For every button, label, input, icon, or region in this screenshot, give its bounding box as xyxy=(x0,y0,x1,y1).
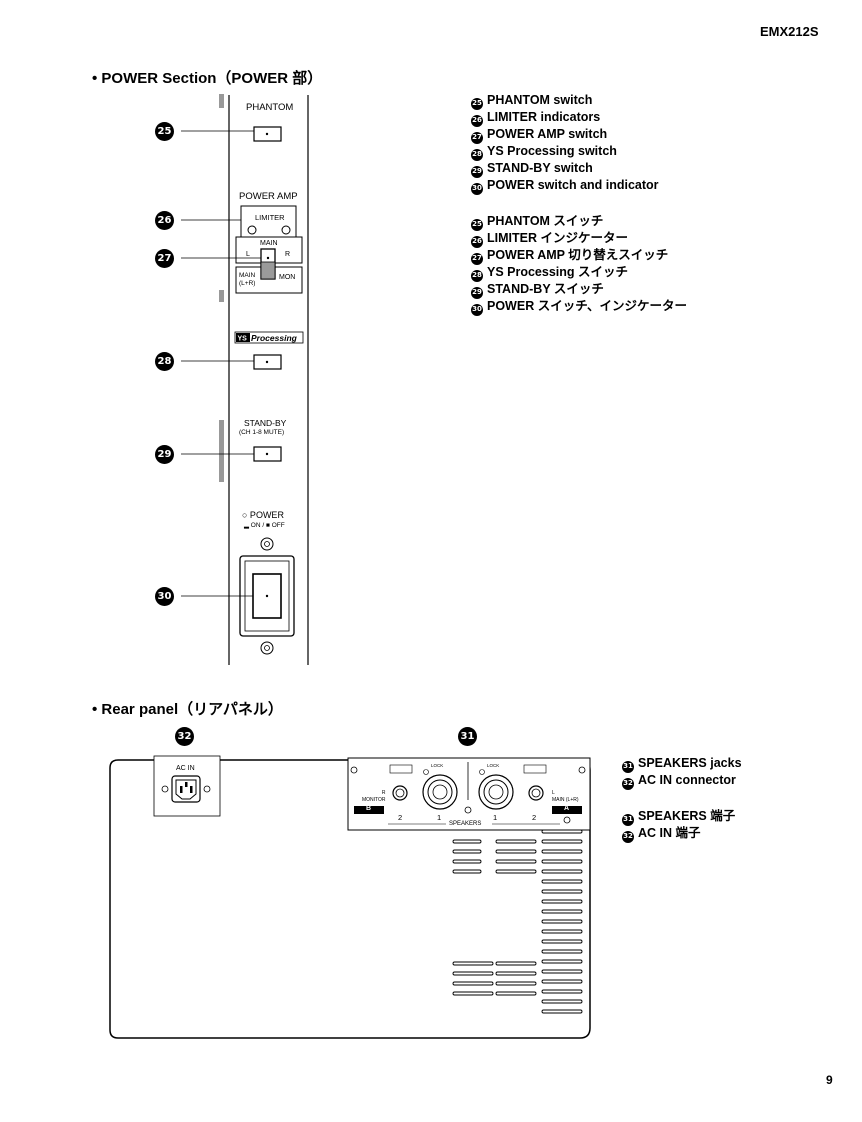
legend-item: 32 AC IN connector xyxy=(622,772,742,790)
legend-text: STAND-BY switch xyxy=(487,161,593,175)
legend-item: 28 YS Processing switch xyxy=(471,143,659,161)
number-badge: 31 xyxy=(622,813,634,826)
number-badge: 30 xyxy=(471,303,483,316)
power-amp-label: POWER AMP xyxy=(239,191,298,202)
monitor-label: R MONITOR xyxy=(362,790,386,803)
legend-item: 31 SPEAKERS jacks xyxy=(622,755,742,773)
on-off-label: ▂ ON / ■ OFF xyxy=(244,522,285,529)
main-lr-label: MAIN (L+R) xyxy=(239,272,256,287)
number-badge: 25 xyxy=(471,218,483,231)
lock-left-label: LOCK xyxy=(431,763,444,768)
svg-text:Processing: Processing xyxy=(251,333,298,343)
number-badge: 32 xyxy=(622,777,634,790)
callout-28: 28 xyxy=(155,352,174,371)
speakers-label: SPEAKERS xyxy=(449,821,482,827)
callout-32: 32 xyxy=(175,727,194,746)
number-badge: 28 xyxy=(471,269,483,282)
legend-text: PHANTOM switch xyxy=(487,93,593,107)
legend-item: 28 YS Processing スイッチ xyxy=(471,264,687,282)
main-lr-rear-label: L MAIN (L+R) xyxy=(552,790,579,803)
legend-item: 30 POWER switch and indicator xyxy=(471,177,659,195)
legend-item: 26 LIMITER indicators xyxy=(471,109,659,127)
legend-text: AC IN 端子 xyxy=(638,826,701,840)
rear-panel-title: • Rear panel（リアパネル） xyxy=(92,701,283,718)
number-badge: 26 xyxy=(471,114,483,127)
legend-item: 25 PHANTOM スイッチ xyxy=(471,213,687,231)
legend-item: 25 PHANTOM switch xyxy=(471,92,659,110)
callout-26: 26 xyxy=(155,211,174,230)
power-panel-diagram: YS Processing xyxy=(181,94,309,665)
ch-mute-label: (CH 1-8 MUTE) xyxy=(239,429,285,436)
legend-text: STAND-BY スイッチ xyxy=(487,282,604,296)
number-badge: 32 xyxy=(622,830,634,843)
legend-item: 29 STAND-BY switch xyxy=(471,160,659,178)
jack-a-label: A xyxy=(564,805,570,812)
legend-text: YS Processing switch xyxy=(487,144,617,158)
main-label: MAIN xyxy=(260,240,278,247)
legend-text: LIMITER インジケーター xyxy=(487,231,628,245)
power-section-title: • POWER Section（POWER 部） xyxy=(92,70,323,87)
legend-item: 26 LIMITER インジケーター xyxy=(471,230,687,248)
page-number: 9 xyxy=(826,1073,833,1087)
callout-30: 30 xyxy=(155,587,174,606)
jack-2-right-label: 2 xyxy=(532,813,537,822)
phantom-label: PHANTOM xyxy=(246,102,294,113)
callout-25: 25 xyxy=(155,122,174,141)
r-label: R xyxy=(285,251,291,258)
l-label: L xyxy=(246,251,250,258)
jack-b-label: B xyxy=(366,805,372,812)
number-badge: 29 xyxy=(471,286,483,299)
legend-text: YS Processing スイッチ xyxy=(487,265,629,279)
number-badge: 25 xyxy=(471,97,483,110)
legend-item: 30 POWER スイッチ、インジケーター xyxy=(471,298,687,316)
number-badge: 29 xyxy=(471,165,483,178)
legend-text: AC IN connector xyxy=(638,773,736,787)
rear-legend-english: 31 SPEAKERS jacks 32 AC IN connector xyxy=(622,755,742,790)
legend-item: 27 POWER AMP switch xyxy=(471,126,659,144)
power-label: ○ POWER xyxy=(242,510,284,520)
number-badge: 30 xyxy=(471,182,483,195)
model-name: EMX212S xyxy=(760,24,819,39)
power-legend-english: 25 PHANTOM switch 26 LIMITER indicators 27… xyxy=(471,92,659,195)
jack-1-right-label: 1 xyxy=(493,813,498,822)
legend-text: POWER AMP switch xyxy=(487,127,608,141)
legend-text: PHANTOM スイッチ xyxy=(487,214,604,228)
number-badge: 27 xyxy=(471,131,483,144)
legend-text: POWER スイッチ、インジケーター xyxy=(487,299,687,313)
number-badge: 27 xyxy=(471,252,483,265)
legend-item: 27 POWER AMP 切り替えスイッチ xyxy=(471,247,687,265)
callout-27: 27 xyxy=(155,249,174,268)
legend-item: 29 STAND-BY スイッチ xyxy=(471,281,687,299)
legend-text: SPEAKERS 端子 xyxy=(638,809,736,823)
ac-in-label: AC IN xyxy=(176,765,195,772)
mon-label: MON xyxy=(279,274,296,281)
number-badge: 28 xyxy=(471,148,483,161)
callout-31: 31 xyxy=(458,727,477,746)
legend-item: 32 AC IN 端子 xyxy=(622,825,735,843)
legend-text: LIMITER indicators xyxy=(487,110,601,124)
legend-text: POWER AMP 切り替えスイッチ xyxy=(487,248,669,262)
rear-legend-japanese: 31 SPEAKERS 端子 32 AC IN 端子 xyxy=(622,808,736,843)
legend-item: 31 SPEAKERS 端子 xyxy=(622,808,736,826)
jack-2-left-label: 2 xyxy=(398,813,403,822)
stand-by-label: STAND-BY xyxy=(244,418,287,428)
vent-slots xyxy=(452,829,583,1014)
jack-1-left-label: 1 xyxy=(437,813,442,822)
limiter-label: LIMITER xyxy=(255,213,285,222)
rear-panel-diagram xyxy=(109,755,591,1039)
number-badge: 26 xyxy=(471,235,483,248)
svg-text:YS: YS xyxy=(238,336,248,343)
callout-29: 29 xyxy=(155,445,174,464)
legend-text: SPEAKERS jacks xyxy=(638,756,742,770)
lock-right-label: LOCK xyxy=(487,763,500,768)
number-badge: 31 xyxy=(622,760,634,773)
legend-text: POWER switch and indicator xyxy=(487,178,659,192)
